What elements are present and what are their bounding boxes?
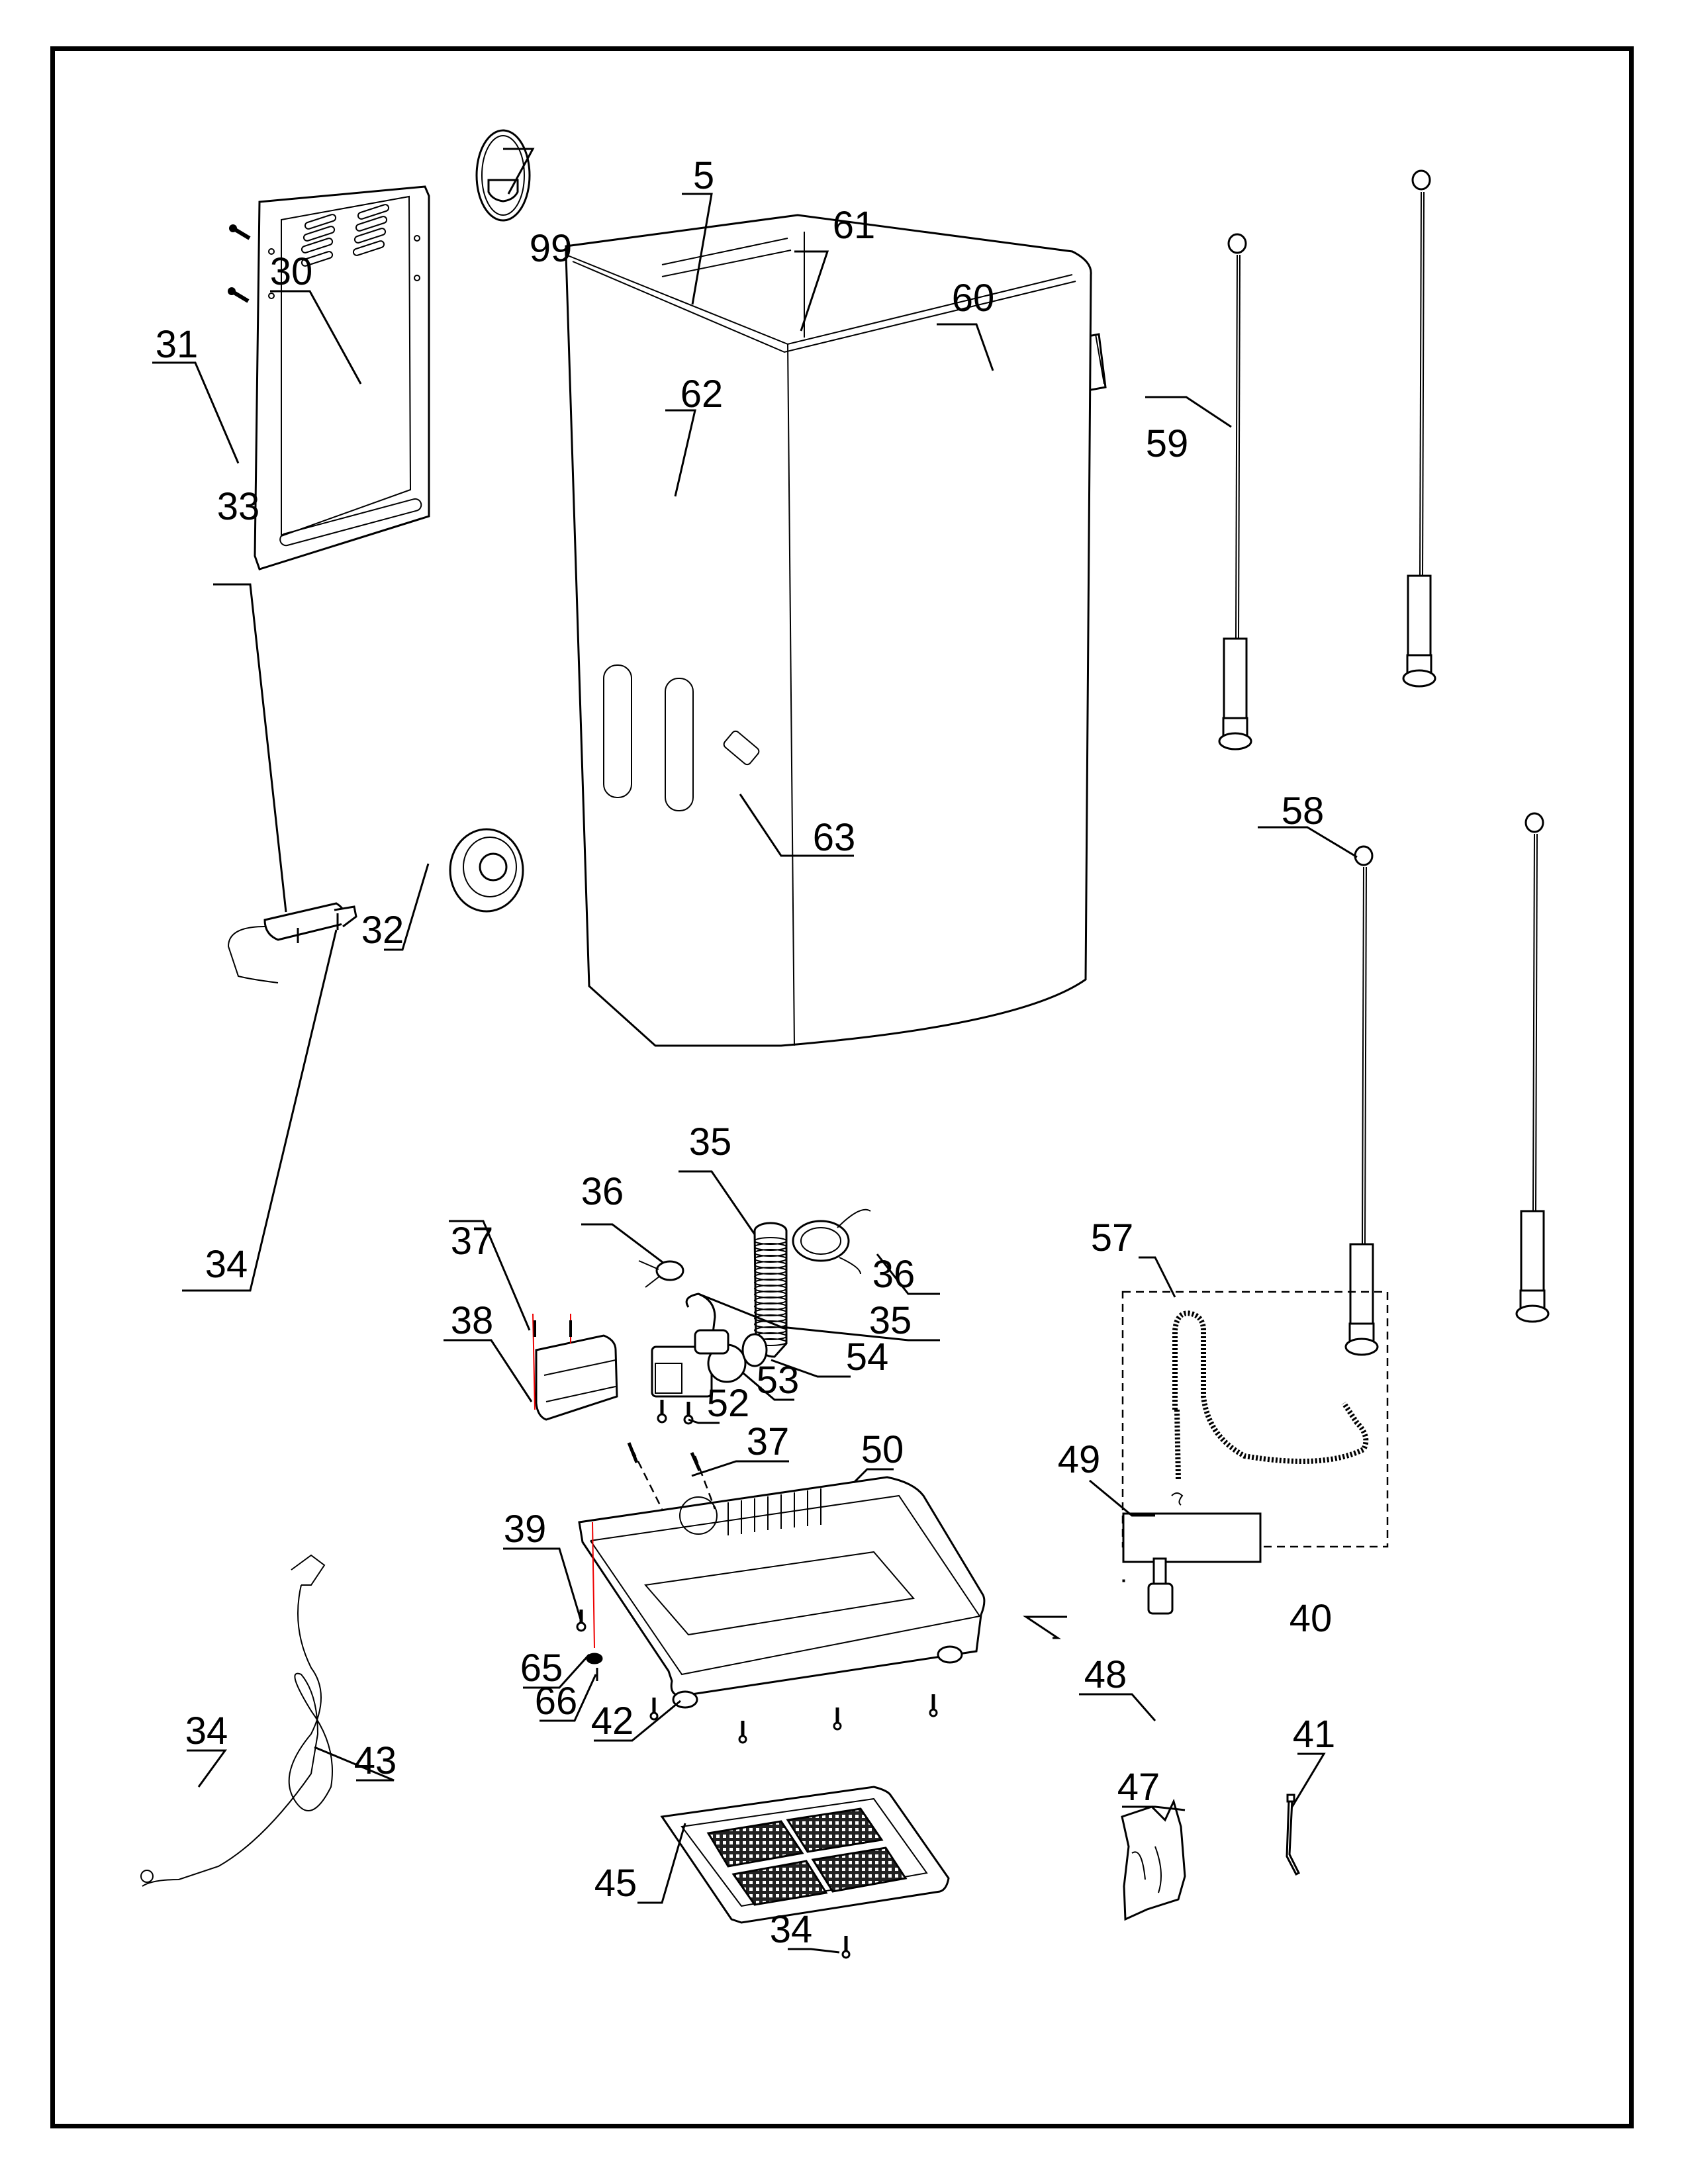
- suspension-rod-part-58: [1344, 845, 1379, 1356]
- base-screws: [649, 1694, 938, 1744]
- suspension-rod-part: [1515, 812, 1550, 1323]
- callout-38: 38: [451, 1299, 494, 1342]
- callout-labels: 5 99 61 60 30 31 62 59 58 63 32 33 34 36…: [156, 154, 1336, 1951]
- callout-61: 61: [833, 204, 876, 247]
- inlet-hose-assembly-part-57: [1121, 1291, 1389, 1548]
- callout-5: 5: [693, 154, 714, 197]
- callout-39: 39: [504, 1508, 547, 1551]
- callout-37-lower: 37: [747, 1420, 790, 1463]
- callout-47: 47: [1117, 1766, 1160, 1809]
- callout-66: 66: [535, 1680, 578, 1723]
- diagram-frame: [50, 46, 1634, 2128]
- callout-99: 99: [530, 227, 573, 270]
- hose-clamp-part-36-right: [792, 1208, 871, 1275]
- callout-53: 53: [757, 1359, 800, 1402]
- callout-63: 63: [813, 816, 856, 859]
- fitting-part-48: [1147, 1557, 1174, 1615]
- callout-52: 52: [707, 1382, 750, 1425]
- callout-35-top: 35: [689, 1120, 732, 1163]
- callout-50: 50: [861, 1428, 904, 1471]
- screw-part-52: [657, 1400, 694, 1425]
- callout-34-capacitor: 34: [205, 1243, 248, 1286]
- callout-49: 49: [1058, 1438, 1101, 1481]
- hook-ring-part-99: [475, 129, 531, 222]
- capacitor-part-33: [227, 902, 357, 983]
- callout-32: 32: [361, 909, 404, 952]
- leader-lines: [152, 148, 1358, 1954]
- cable-tie-part-41: [1286, 1794, 1301, 1876]
- bottom-cover-part-45: [660, 1786, 950, 1959]
- bag-part-47: [1121, 1798, 1186, 1921]
- cabinet-part-62: [565, 214, 1092, 1047]
- suspension-rod-part-59: [1218, 233, 1252, 751]
- callout-33: 33: [217, 485, 260, 528]
- callout-37-top: 37: [451, 1220, 494, 1263]
- base-frame-part-50: [578, 1442, 986, 1709]
- callout-41: 41: [1293, 1713, 1336, 1756]
- callout-34-cover: 34: [770, 1908, 813, 1951]
- callout-34-cord: 34: [185, 1709, 228, 1752]
- callout-58: 58: [1282, 790, 1325, 833]
- callout-45: 45: [594, 1862, 637, 1905]
- callout-57: 57: [1091, 1216, 1134, 1259]
- callout-54: 54: [846, 1336, 889, 1379]
- callout-31: 31: [156, 323, 199, 366]
- screw-part-39: [576, 1610, 586, 1632]
- rear-panel-part-30: [254, 185, 430, 570]
- drain-pump-part-53: [651, 1329, 768, 1398]
- callout-36-left: 36: [581, 1170, 624, 1213]
- callout-43: 43: [354, 1739, 397, 1782]
- callout-65: 65: [520, 1647, 563, 1690]
- callout-30: 30: [270, 250, 313, 293]
- screw-part-31: [228, 224, 251, 303]
- callout-42: 42: [591, 1700, 634, 1743]
- callout-40: 40: [1289, 1597, 1333, 1640]
- plug-part-65: [586, 1653, 603, 1664]
- callout-36-right: 36: [872, 1253, 915, 1296]
- drain-hose-part-35: [685, 1222, 788, 1358]
- callout-62: 62: [680, 373, 724, 416]
- power-cord-part-43: [140, 1554, 333, 1887]
- sticker-label: [1122, 1512, 1262, 1563]
- knob-cap-part-32: [449, 828, 524, 913]
- callout-35-lower: 35: [869, 1299, 912, 1342]
- hose-clamp-part-36-left: [638, 1260, 684, 1288]
- suspension-rod-part: [1402, 169, 1436, 688]
- callout-59: 59: [1146, 422, 1189, 465]
- motor-cover-part-38: [532, 1313, 618, 1421]
- callout-48: 48: [1084, 1653, 1127, 1696]
- callout-60: 60: [952, 277, 995, 320]
